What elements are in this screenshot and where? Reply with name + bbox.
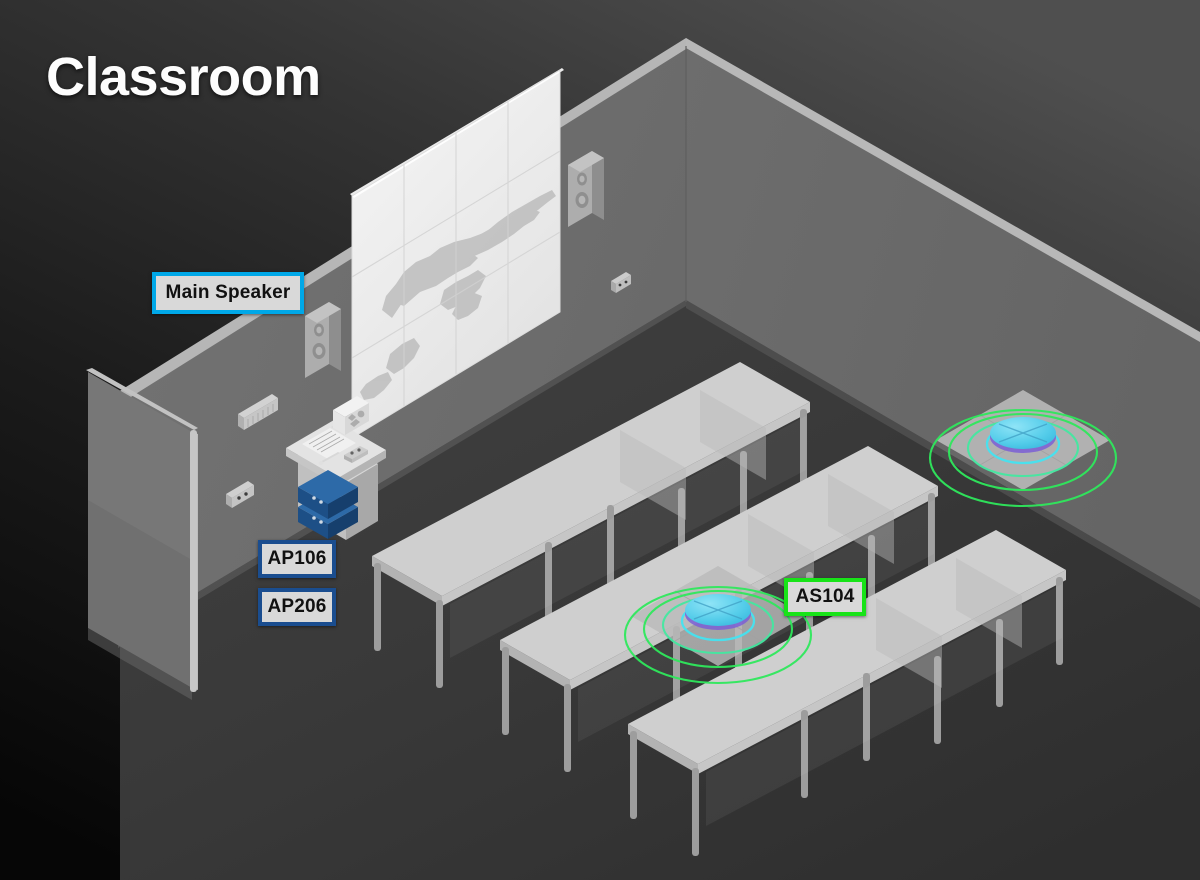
world-map-graphic [360, 190, 556, 400]
label-ap206-text: AP206 [267, 596, 327, 617]
access-point-stack [298, 470, 358, 539]
power-outlet-right [611, 272, 631, 293]
wall-trim-right [686, 38, 1200, 342]
coverage-rings [928, 408, 1118, 508]
page-title: Classroom [46, 47, 321, 107]
label-ap206[interactable]: AP206 [258, 588, 336, 626]
ceiling-speaker-center [623, 566, 813, 685]
partition-wall [86, 368, 198, 700]
table-row [372, 362, 810, 688]
wall-base-right [686, 300, 1200, 608]
wall-speaker-left [305, 302, 341, 378]
projection-screen [350, 68, 564, 439]
table-row [628, 530, 1066, 856]
label-as104-text: AS104 [795, 586, 855, 607]
wall-speaker-right [568, 151, 604, 227]
vent-grille [238, 394, 278, 430]
label-as104[interactable]: AS104 [784, 578, 866, 616]
screen-grid [351, 101, 561, 406]
label-ap106[interactable]: AP106 [258, 540, 336, 578]
label-ap106-text: AP106 [267, 548, 327, 569]
label-main-speaker-text: Main Speaker [165, 282, 291, 303]
label-main-speaker[interactable]: Main Speaker [152, 272, 304, 314]
ceiling-speaker-right [928, 390, 1118, 508]
power-outlet-left [226, 481, 254, 508]
